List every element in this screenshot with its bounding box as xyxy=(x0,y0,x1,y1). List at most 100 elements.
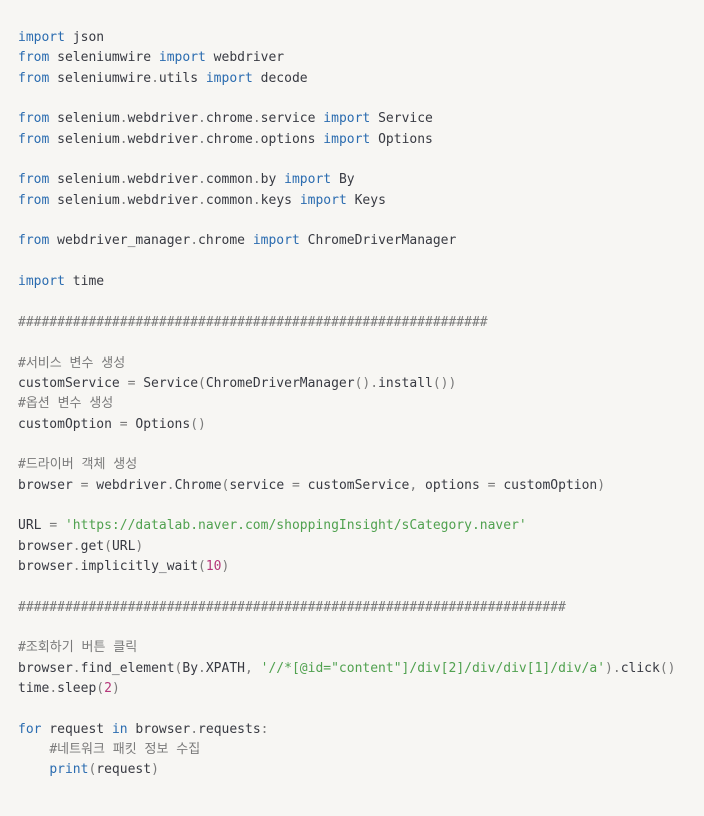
code-line: browser.find_element(By.XPATH, '//*[@id=… xyxy=(18,659,704,679)
code-line: ​ xyxy=(18,618,704,638)
text-token: By xyxy=(331,172,355,188)
punctuation-token: . xyxy=(252,172,261,188)
punctuation-token: . xyxy=(119,192,128,208)
text-token: URL xyxy=(111,538,136,554)
text-token: options xyxy=(417,477,488,493)
text-token: json xyxy=(64,30,105,45)
keyword-token: import xyxy=(18,274,65,290)
comment-token: #네트워크 패킷 정보 수집 xyxy=(49,742,201,758)
punctuation-token: . xyxy=(198,131,206,147)
text-token: by xyxy=(260,172,285,188)
text-token: requests xyxy=(198,721,261,737)
text-token: chrome xyxy=(198,233,253,249)
text-token: customOption xyxy=(495,477,598,493)
keyword-token: from xyxy=(18,70,50,86)
code-line: from seleniumwire import webdriver xyxy=(18,48,704,68)
keyword-token: import xyxy=(158,50,206,66)
keyword-token: from xyxy=(18,50,50,66)
punctuation-token: . xyxy=(72,538,81,554)
comment-token: #드라이버 객체 생성 xyxy=(18,457,138,473)
keyword-token: from xyxy=(18,172,50,188)
punctuation-token: ) xyxy=(151,762,159,778)
text-token: URL xyxy=(18,518,50,534)
punctuation-token: () xyxy=(659,660,676,676)
text-token: seleniumwire xyxy=(49,50,159,66)
text-token: Options xyxy=(127,416,191,432)
code-line: import json xyxy=(18,28,704,48)
punctuation-token: = xyxy=(49,518,58,534)
keyword-token: import xyxy=(284,172,332,188)
text-token: webdriver xyxy=(127,131,199,147)
keyword-token: print xyxy=(49,762,89,778)
text-token: install xyxy=(378,375,433,391)
text-token: browser xyxy=(18,660,73,676)
text-token: webdriver xyxy=(127,192,199,208)
punctuation-token: = xyxy=(80,477,89,493)
punctuation-token: . xyxy=(198,111,206,127)
text-token: ChromeDriverManager xyxy=(205,375,355,391)
punctuation-token: . xyxy=(252,111,261,127)
text-token: selenium xyxy=(49,111,120,127)
code-line: #서비스 변수 생성 xyxy=(18,354,704,374)
keyword-token: import xyxy=(323,131,371,147)
text-token: common xyxy=(205,172,253,188)
punctuation-token: ). xyxy=(605,660,621,676)
punctuation-token: : xyxy=(260,721,269,737)
punctuation-token: ) xyxy=(135,538,144,554)
punctuation-token: . xyxy=(72,660,81,676)
text-token: request xyxy=(96,762,152,778)
keyword-token: import xyxy=(299,192,347,208)
code-line: import time xyxy=(18,272,704,292)
punctuation-token: = xyxy=(291,477,300,493)
text-token: service xyxy=(260,111,324,127)
text-token: Service xyxy=(135,375,199,391)
comment-token: ########################################… xyxy=(18,599,566,615)
text-token: utils xyxy=(158,70,206,86)
code-line: browser = webdriver.Chrome(service = cus… xyxy=(18,476,704,496)
text-token: click xyxy=(620,660,660,676)
text-token: Chrome xyxy=(174,477,222,493)
punctuation-token: ( xyxy=(96,681,105,696)
code-line: #조회하기 버튼 클릭 xyxy=(18,638,704,658)
punctuation-token: . xyxy=(252,131,261,147)
punctuation-token: = xyxy=(487,477,496,493)
punctuation-token: . xyxy=(166,477,175,493)
text-token: service xyxy=(229,477,292,493)
punctuation-token: . xyxy=(72,558,81,574)
keyword-token: from xyxy=(18,192,50,208)
text-token: implicitly_wait xyxy=(80,558,199,574)
punctuation-token: , xyxy=(409,477,418,493)
text-token: By xyxy=(182,660,199,676)
text-token xyxy=(253,661,261,676)
keyword-token: from xyxy=(18,233,50,249)
text-token: webdriver xyxy=(127,111,199,127)
code-line: from webdriver_manager.chrome import Chr… xyxy=(18,231,704,251)
code-line: ​ xyxy=(18,435,704,455)
text-token: browser xyxy=(18,477,81,493)
punctuation-token: . xyxy=(198,192,206,208)
punctuation-token: (). xyxy=(354,375,379,391)
punctuation-token: ( xyxy=(88,762,97,778)
text-token: browser xyxy=(18,538,73,554)
text-token: request xyxy=(41,721,112,737)
punctuation-token: . xyxy=(190,721,199,737)
code-line: from selenium.webdriver.chrome.service i… xyxy=(18,109,704,129)
comment-token: #옵션 변수 생성 xyxy=(18,396,114,412)
punctuation-token: () xyxy=(190,416,206,432)
text-token: customService xyxy=(299,477,410,493)
code-line: ​ xyxy=(18,699,704,719)
keyword-token: from xyxy=(18,111,50,127)
punctuation-token: . xyxy=(49,681,58,696)
keyword-token: from xyxy=(18,131,50,147)
code-line: from selenium.webdriver.common.by import… xyxy=(18,170,704,190)
code-line: ########################################… xyxy=(18,313,704,333)
text-token xyxy=(57,518,65,533)
code-line: ​ xyxy=(18,292,704,312)
text-token: get xyxy=(80,538,105,554)
punctuation-token: ) xyxy=(597,477,606,493)
comment-token: #조회하기 버튼 클릭 xyxy=(18,640,138,656)
code-line: from selenium.webdriver.chrome.options i… xyxy=(18,130,704,150)
text-token: find_element xyxy=(80,660,175,676)
text-token: seleniumwire xyxy=(49,70,152,86)
punctuation-token: ( xyxy=(104,538,112,554)
